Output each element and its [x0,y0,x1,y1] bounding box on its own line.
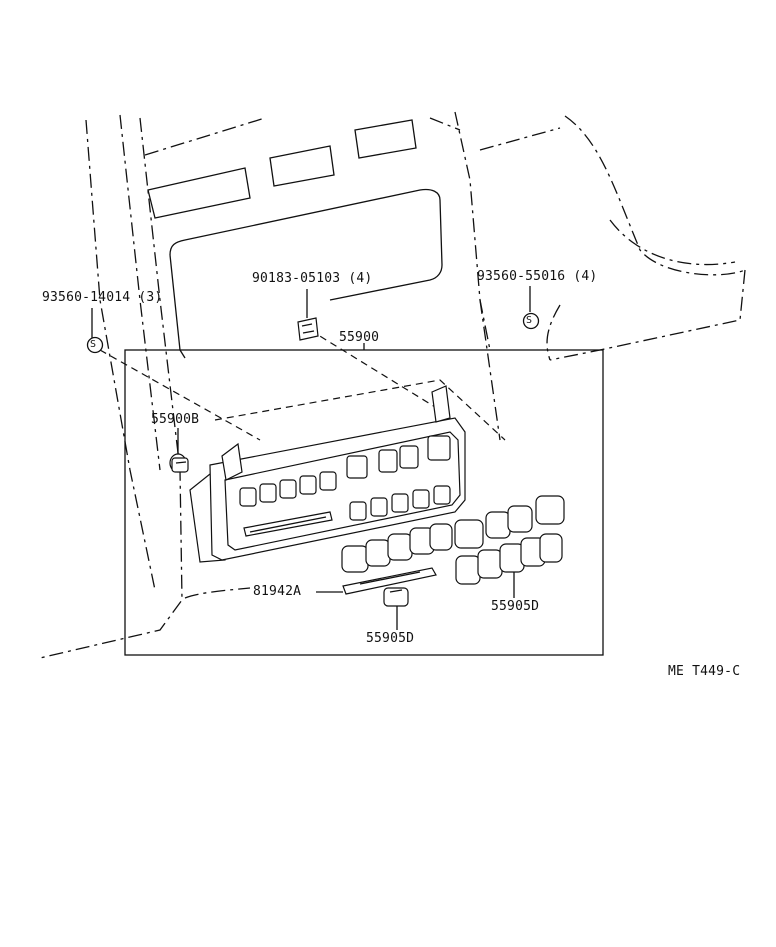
callout-screw-right: 93560-55016 (4) [477,270,597,284]
knobs-group-right [454,495,565,585]
diagram-code: ME T449-C [668,664,741,679]
callout-bulb: 55900B [151,412,200,427]
control-panel [189,385,466,563]
knobs-group-middle [341,523,453,573]
screw-marker-right [522,312,540,330]
part-qty: (4) [573,269,598,284]
callout-plate: 81942A [253,584,302,599]
part-qty: (4) [348,271,373,286]
callout-knob-bottom: 55905D [366,631,415,646]
indicator-plate [342,567,437,595]
knob-single [383,587,409,607]
screw-symbol-left: S [90,339,97,350]
part-qty: (3) [138,290,163,305]
part-number: 90183-05103 [252,271,341,286]
clip-part [297,317,319,341]
part-number: 93560-14014 [42,290,131,305]
screw-symbol-right: S [526,315,533,326]
dashboard-outline [39,111,746,659]
dash-openings [147,119,443,359]
panel-buttons-top [239,435,451,507]
callout-assembly: 55900 [339,330,380,345]
part-number: 93560-55016 [477,269,566,284]
callout-knobs-right: 55905D [491,599,540,614]
callout-screw-left: 93560-14014 (3) [42,291,162,305]
screw-marker-left [86,336,104,354]
leader-lines [91,286,531,630]
panel-buttons-bottom [349,485,451,521]
callout-clip: 90183-05103 (4) [252,272,372,286]
bulb-part [169,453,189,473]
